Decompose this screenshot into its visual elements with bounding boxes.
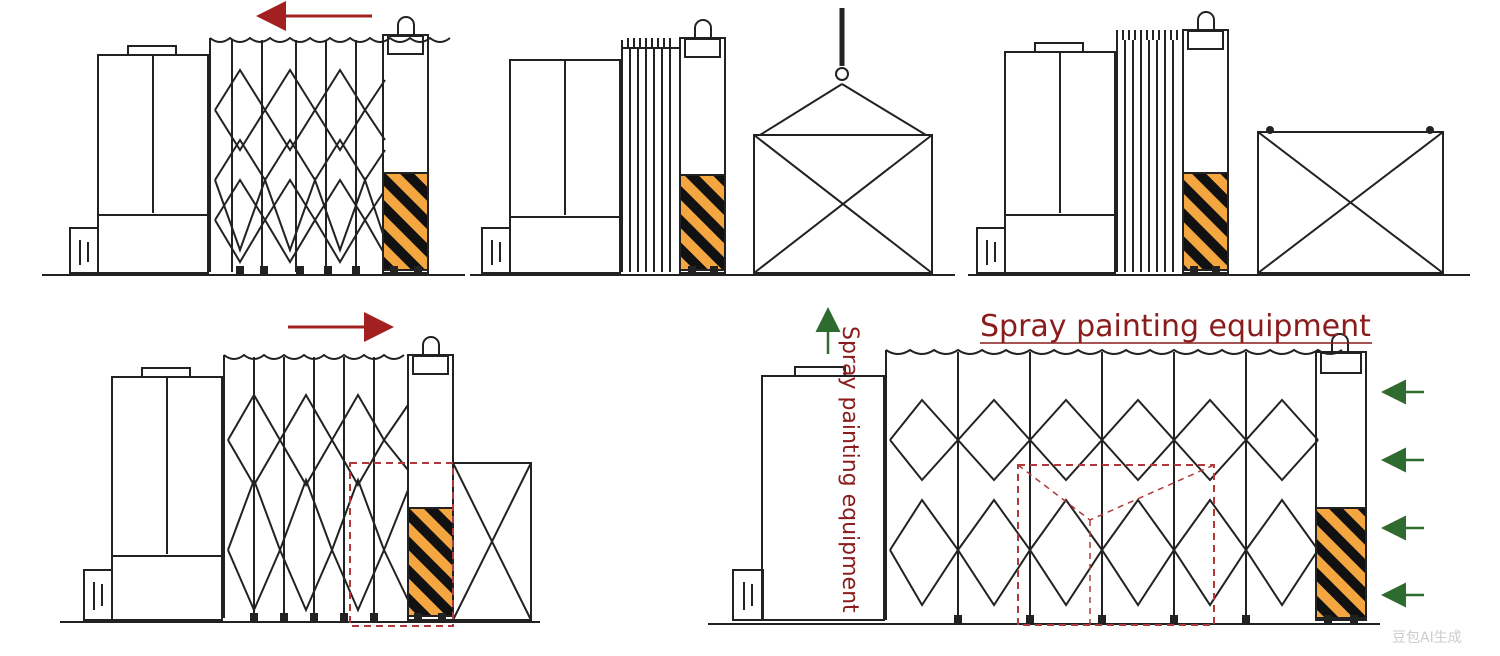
panel-4-booth-extending-over-crate: [60, 336, 540, 627]
hazard-stripe-panel: [1315, 507, 1367, 619]
scissor-frame: [227, 393, 409, 613]
control-panel-box: [83, 569, 113, 621]
scissor-frame: [214, 68, 386, 264]
control-panel-box: [481, 227, 511, 274]
hazard-stripe-panel: [407, 507, 454, 617]
workpiece-crate: [1257, 131, 1444, 274]
hazard-stripe-panel: [382, 172, 429, 271]
bellows-top-edge: [209, 36, 451, 43]
lifting-slings: [759, 83, 927, 136]
control-cabinet: [761, 375, 885, 621]
control-panel-box: [732, 569, 764, 621]
bellows-top-edge: [885, 348, 1343, 355]
hazard-stripe-panel: [1182, 172, 1229, 271]
control-panel-box: [976, 227, 1006, 274]
control-panel-box: [69, 227, 99, 274]
scissor-frame: [889, 398, 1319, 607]
dashed-crate-outline: [349, 462, 454, 627]
workpiece-crate: [753, 134, 933, 274]
panel-5-booth-fully-extended: [708, 333, 1380, 626]
dashed-crate-outline: [1017, 464, 1215, 626]
panel-2-booth-retracted-crane: [470, 8, 955, 276]
watermark: 豆包AI生成: [1392, 630, 1462, 646]
crane-hook-icon: [835, 67, 849, 81]
hazard-stripe-panel: [679, 174, 726, 271]
panel-1-booth-extending: [42, 16, 465, 276]
side-vertical-label: Spray painting equipment: [837, 326, 862, 613]
panel-3-booth-retracted-crate: [968, 11, 1470, 276]
main-title: Spray painting equipment: [980, 309, 1371, 344]
